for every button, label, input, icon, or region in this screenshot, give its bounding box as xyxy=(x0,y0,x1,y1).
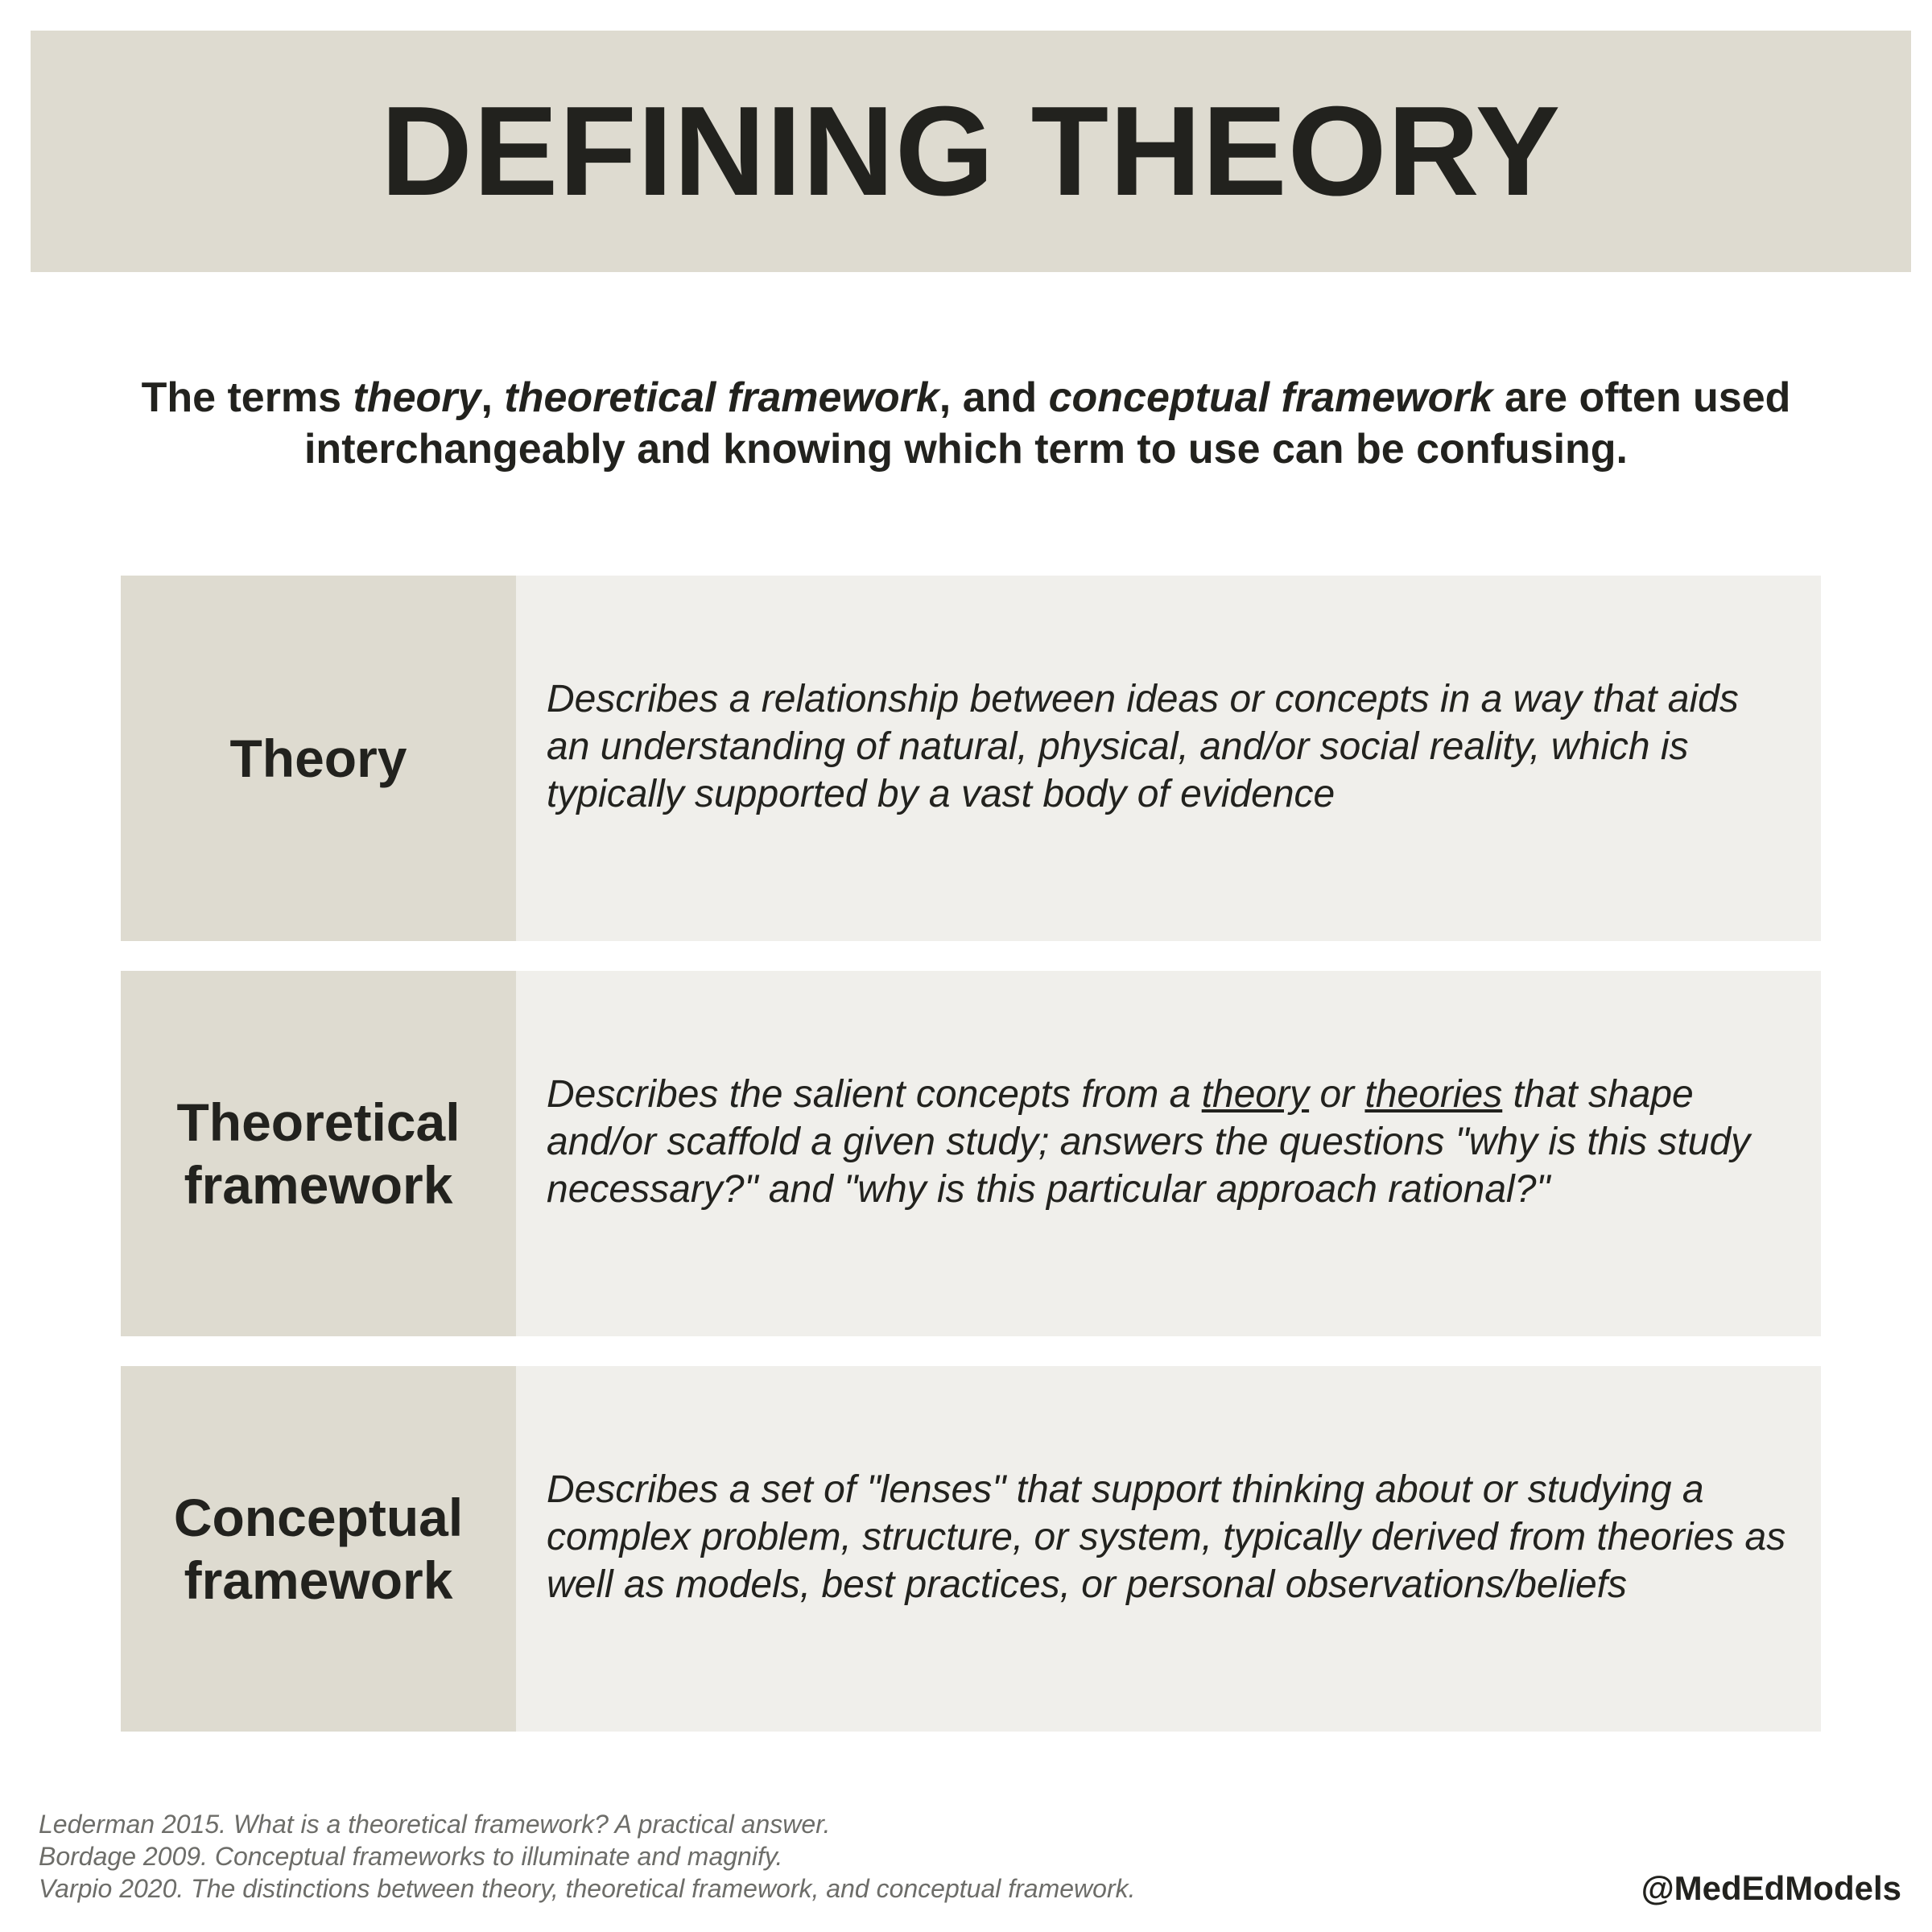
intro-part: , and xyxy=(939,374,1049,421)
definition-text: Describes the salient concepts from a th… xyxy=(547,1071,1789,1213)
underlined-theories: theories xyxy=(1364,1072,1503,1116)
author-handle: @MedEdModels xyxy=(1641,1869,1901,1907)
page-title: DEFINING THEORY xyxy=(380,80,1562,222)
definition-cell: Describes a relationship between ideas o… xyxy=(516,576,1821,941)
definition-row-theoretical-framework: Theoretical framework Describes the sali… xyxy=(121,971,1821,1336)
reference-item: Varpio 2020. The distinctions between th… xyxy=(39,1874,1136,1903)
definition-part: or xyxy=(1309,1072,1365,1116)
definition-part: Describes the salient concepts from a xyxy=(547,1072,1202,1116)
definition-text: Describes a set of "lenses" that support… xyxy=(547,1468,1786,1606)
title-banner: DEFINING THEORY xyxy=(31,31,1911,272)
intro-part: The terms xyxy=(141,374,353,421)
intro-part: are often used interchangeably and knowi… xyxy=(303,374,1791,473)
term-label: Conceptual framework xyxy=(121,1366,516,1732)
definition-text: Describes a relationship between ideas o… xyxy=(547,677,1739,815)
definition-cell: Describes the salient concepts from a th… xyxy=(516,971,1821,1336)
intro-term-conceptual-framework: conceptual framework xyxy=(1048,374,1493,421)
intro-term-theoretical-framework: theoretical framework xyxy=(504,374,939,421)
intro-part: , xyxy=(481,374,505,421)
term-label: Theory xyxy=(121,576,516,941)
intro-text: The terms theory, theoretical framework,… xyxy=(121,372,1811,475)
definition-table: Theory Describes a relationship between … xyxy=(121,576,1821,1761)
definition-row-conceptual-framework: Conceptual framework Describes a set of … xyxy=(121,1366,1821,1732)
definition-row-theory: Theory Describes a relationship between … xyxy=(121,576,1821,941)
intro-term-theory: theory xyxy=(353,374,481,421)
reference-item: Bordage 2009. Conceptual frameworks to i… xyxy=(39,1842,783,1871)
underlined-theory: theory xyxy=(1201,1072,1310,1116)
definition-part: that shape and/or scaffold a given study… xyxy=(547,1072,1751,1211)
definition-cell: Describes a set of "lenses" that support… xyxy=(516,1366,1821,1732)
reference-item: Lederman 2015. What is a theoretical fra… xyxy=(39,1810,831,1839)
term-label: Theoretical framework xyxy=(121,971,516,1336)
references: Lederman 2015. What is a theoretical fra… xyxy=(39,1808,1135,1905)
